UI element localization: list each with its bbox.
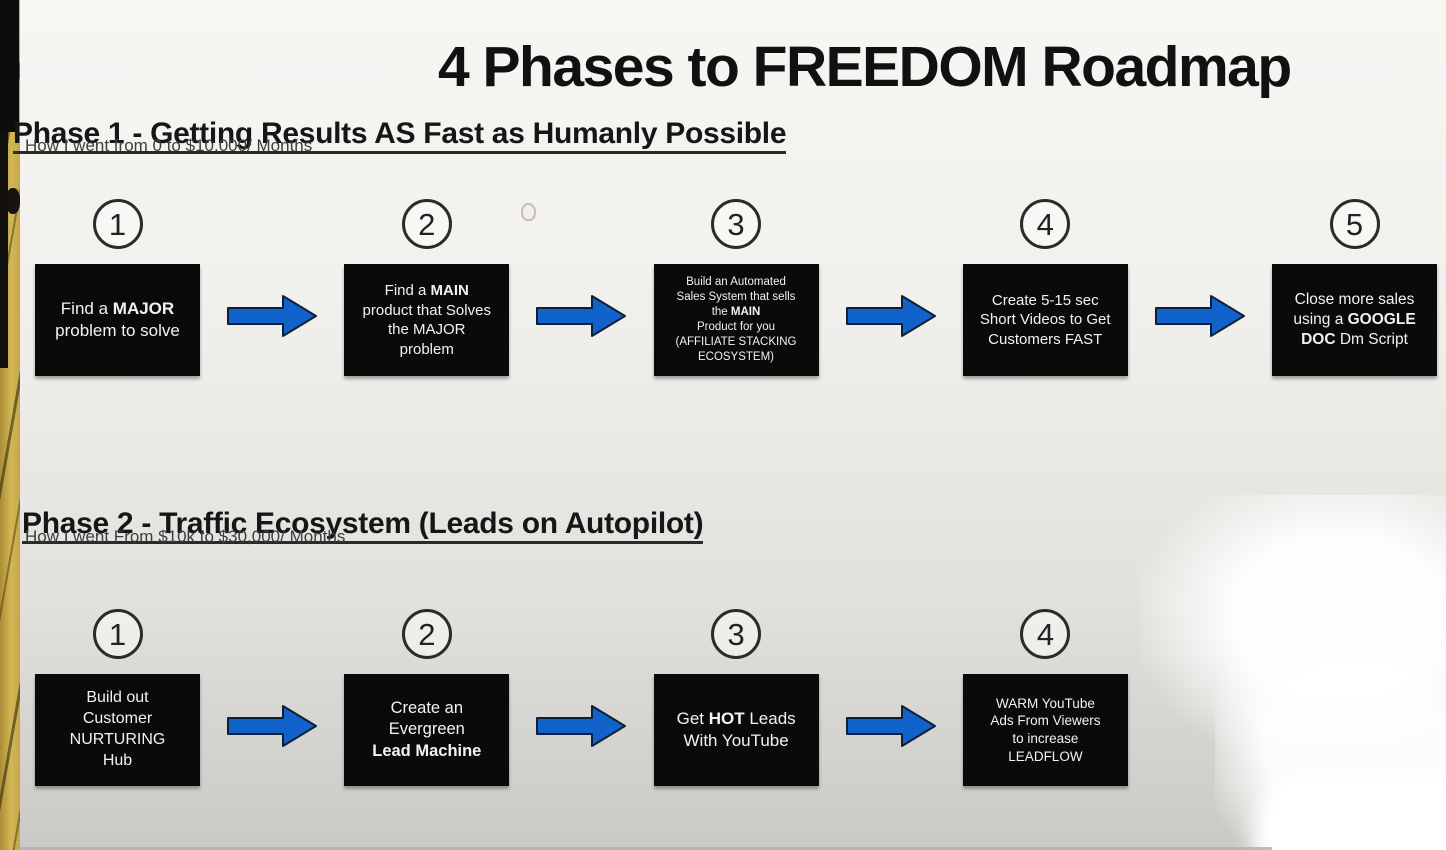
highlight-blob <box>1270 786 1446 850</box>
left-edge-black-bar <box>0 132 8 368</box>
phase-2-subheading: How I went From $10k to $30,000/ Months <box>25 527 346 546</box>
cursor-artifact <box>521 203 536 221</box>
step-box-line: Evergreen <box>388 720 465 739</box>
phase-2-heading: Phase 2 - Traffic Ecosystem (Leads on Au… <box>22 508 704 545</box>
step-box-line: product that Solves <box>362 301 491 319</box>
arrow-right-icon <box>536 293 627 339</box>
step-number-badge: 3 <box>711 609 762 659</box>
step-box-line: Find a MAIN <box>384 282 469 299</box>
arrow-right-icon <box>227 703 318 749</box>
step-box-line: WARM YouTube <box>996 695 1095 711</box>
step-box-line: Customer <box>82 710 153 728</box>
arrow-right-icon <box>1154 293 1245 339</box>
arrow-right-icon <box>227 293 318 339</box>
step-box-line: Get HOT Leads <box>676 708 796 728</box>
step-box-line: Close more sales <box>1294 290 1415 308</box>
page-title: 4 Phases to FREEDOM Roadmap <box>438 35 1292 100</box>
step-box-line: the MAJOR <box>387 321 466 338</box>
step-box: Find a MAJOR problem to solve <box>35 264 200 376</box>
arrow-right-icon <box>536 703 627 749</box>
step-number-badge: 2 <box>401 609 452 659</box>
step-number-badge: 1 <box>92 609 143 659</box>
step-box-line: Lead Machine <box>372 741 482 760</box>
step-box-line: Create 5-15 sec <box>991 291 1099 309</box>
left-edge-black-blob <box>6 188 20 214</box>
step-box-line: Create an <box>390 698 464 717</box>
step-box-line: the MAIN <box>711 306 761 319</box>
step-box-line: DOC Dm Script <box>1301 331 1408 349</box>
phase-1-heading: Phase 1 - Getting Results AS Fast as Hum… <box>13 118 787 155</box>
step-number-badge: 2 <box>401 199 452 249</box>
step-box-line: Short Videos to Get <box>979 311 1111 329</box>
step-box-line: LEADFLOW <box>1008 748 1083 764</box>
step-box-line: problem <box>399 340 454 358</box>
step-box-line: ECOSYSTEM) <box>697 350 775 363</box>
step-number-badge: 3 <box>711 199 761 249</box>
step-number-badge: 4 <box>1020 199 1071 249</box>
step-box-line: Customers FAST <box>988 330 1103 348</box>
left-edge-black-top <box>0 0 19 132</box>
step-box-line: Sales System that sells <box>676 291 796 304</box>
step-box-line: problem to solve <box>55 321 180 340</box>
step-box-line: Hub <box>102 751 133 769</box>
step-box-line: Product for you <box>697 321 775 333</box>
arrow-right-icon <box>845 703 936 749</box>
step-box-line: Build an Automated <box>686 276 786 289</box>
step-box-line: to increase <box>1012 731 1079 746</box>
step-number-badge: 4 <box>1020 609 1071 659</box>
step-box-line: Find a MAJOR <box>60 298 175 318</box>
step-box-line: Ads From Viewers <box>990 713 1101 729</box>
step-box-line: using a GOOGLE <box>1293 310 1416 328</box>
step-box-line: (AFFILIATE STACKING <box>675 335 797 348</box>
step-number-badge: 1 <box>92 199 143 249</box>
step-box-line: NURTURING <box>69 731 166 748</box>
step-box: Close more sales using a GOOGLE DOC Dm Scr… <box>1272 264 1437 376</box>
step-box-line: With YouTube <box>683 731 789 750</box>
left-edge-strip <box>0 0 20 850</box>
step-box-line: Build out <box>86 689 149 707</box>
arrow-right-icon <box>845 293 936 339</box>
bottom-edge-line <box>0 847 1272 850</box>
step-number-badge: 5 <box>1329 199 1380 249</box>
step-box: Find a MAIN product that Solves the MAJOR p… <box>344 264 510 376</box>
phase-1-subheading: How I went from 0 to $10,000/ Months <box>25 136 313 155</box>
